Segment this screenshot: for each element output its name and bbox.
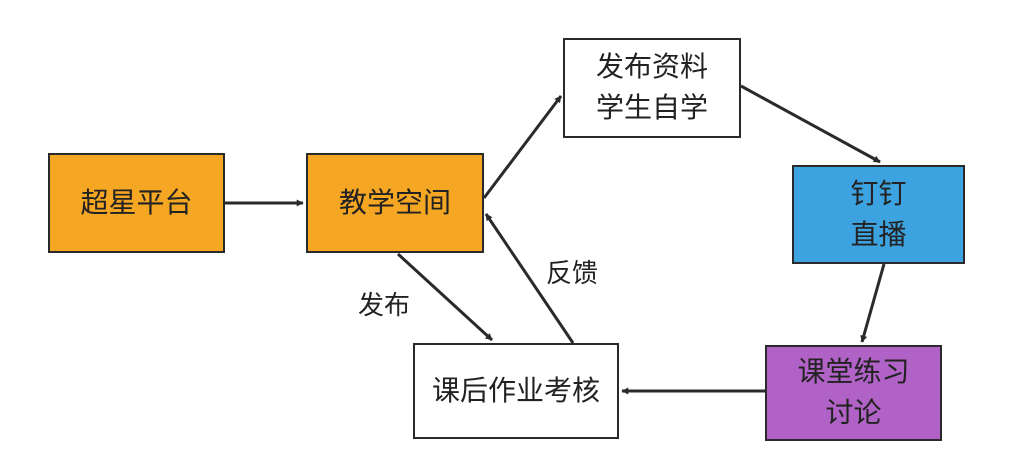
- edge-label-publish: 发布: [358, 291, 411, 321]
- node-label-line-2: 讨论: [825, 396, 882, 429]
- node-chaoxing-platform: 超星平台: [48, 153, 225, 253]
- node-label: 超星平台: [80, 185, 193, 219]
- node-label-line-1: 发布资料: [595, 50, 708, 84]
- node-label-line-1: 钉钉: [850, 176, 907, 210]
- edge-homework-to-space: [484, 213, 575, 344]
- node-publish-materials: 发布资料 学生自学: [563, 38, 741, 138]
- edge-space-to-homework: [396, 252, 494, 342]
- node-label-line-2: 学生自学: [595, 91, 708, 124]
- node-homework-assessment: 课后作业考核: [413, 343, 619, 439]
- node-teaching-space: 教学空间: [306, 153, 484, 253]
- node-label-line-2: 直播: [850, 217, 907, 251]
- node-label: 教学空间: [338, 185, 451, 219]
- edge-label-feedback: 反馈: [546, 259, 599, 289]
- edge-publish-to-dingding: [740, 84, 881, 164]
- edge-dingding-to-practice: [860, 263, 886, 343]
- node-label-line-1: 课堂练习: [797, 355, 910, 389]
- node-label: 课后作业考核: [431, 373, 600, 407]
- node-class-practice: 课堂练习 讨论: [765, 345, 942, 441]
- node-dingding-live: 钉钉 直播: [792, 165, 965, 264]
- edge-space-to-publish: [482, 95, 563, 199]
